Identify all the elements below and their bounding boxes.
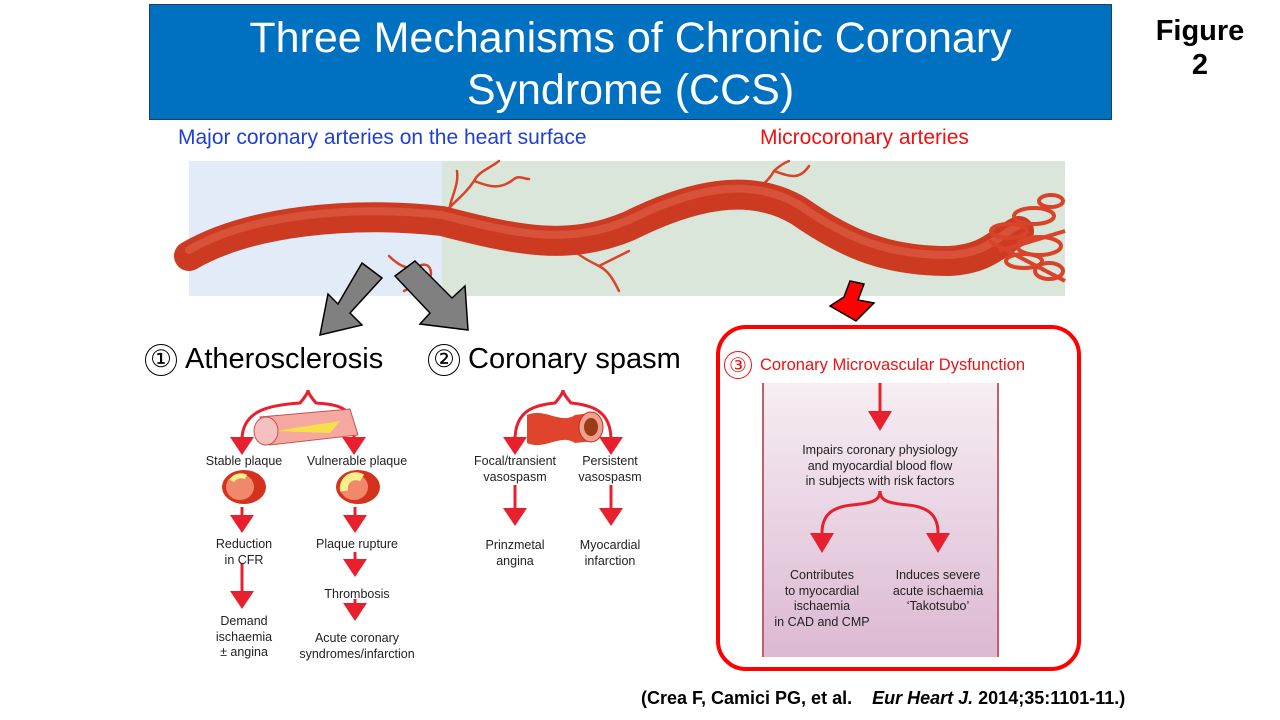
citation-authors: (Crea F, Camici PG, et al. bbox=[641, 688, 853, 708]
step-focal-vasospasm: Focal/transient vasospasm bbox=[474, 454, 556, 484]
citation-journal: Eur Heart J. bbox=[872, 688, 974, 708]
cmd-flowchart-arrows bbox=[810, 383, 950, 553]
figure-word: Figure bbox=[1155, 15, 1245, 47]
number-circle-2: ② bbox=[428, 343, 460, 376]
coronary-artery-illustration bbox=[174, 159, 1066, 296]
title-line-1: Three Mechanisms of Chronic Coronary bbox=[249, 14, 1012, 62]
gray-arrow-atherosclerosis bbox=[319, 261, 384, 336]
citation-details: 2014;35:1101-11.) bbox=[978, 688, 1126, 708]
figure-label: Figure 2 bbox=[1140, 14, 1260, 82]
mechanism-2-title: Coronary spasm bbox=[468, 343, 681, 375]
cmd-highlight-box bbox=[716, 325, 1081, 671]
mechanism-3-heading: ③ Coronary Microvascular Dysfunction bbox=[724, 351, 1025, 379]
step-persistent-vasospasm: Persistent vasospasm bbox=[578, 454, 642, 484]
diseased-vessel-icon bbox=[253, 408, 359, 446]
flow-arrow bbox=[926, 533, 950, 553]
flow-arrow bbox=[810, 533, 834, 553]
mechanism-2-heading: ② Coronary spasm bbox=[428, 343, 681, 376]
step-acute-coronary: Acute coronary syndromes/infarction bbox=[299, 631, 415, 661]
citation: (Crea F, Camici PG, et al. Eur Heart J. … bbox=[641, 688, 1125, 709]
major-arteries-label: Major coronary arteries on the heart sur… bbox=[178, 126, 587, 149]
mechanism-1-title: Atherosclerosis bbox=[185, 343, 384, 375]
flow-arrow bbox=[503, 437, 527, 455]
spasm-vessel-icon bbox=[527, 411, 604, 446]
mechanism-3-title: Coronary Microvascular Dysfunction bbox=[760, 355, 1026, 374]
slide-title: Three Mechanisms of Chronic Coronary Syn… bbox=[149, 4, 1112, 120]
step-impairs-physiology: Impairs coronary physiology and myocardi… bbox=[802, 443, 958, 488]
step-induces-takotsubo: Induces severe acute ischaemia ‘Takotsub… bbox=[892, 568, 984, 613]
step-prinzmetal-angina: Prinzmetal angina bbox=[485, 538, 545, 568]
micro-arteries-label: Microcoronary arteries bbox=[760, 126, 969, 149]
stable-plaque-icon bbox=[222, 470, 266, 504]
step-stable-plaque: Stable plaque bbox=[205, 454, 283, 468]
step-reduction-cfr: Reduction in CFR bbox=[215, 537, 273, 567]
arrows-to-mechanisms-1-2 bbox=[319, 260, 469, 336]
step-myocardial-infarction: Myocardial infarction bbox=[579, 538, 641, 568]
step-plaque-rupture: Plaque rupture bbox=[315, 537, 399, 551]
microvascular-network bbox=[988, 193, 1066, 283]
gray-arrow-spasm bbox=[393, 260, 469, 331]
atherosclerosis-flowchart bbox=[222, 389, 380, 621]
vulnerable-plaque-icon bbox=[336, 470, 380, 504]
step-demand-ischaemia: Demand ischaemia ± angina bbox=[215, 614, 273, 659]
spasm-flowchart bbox=[503, 389, 623, 526]
flow-arrow bbox=[230, 437, 254, 455]
step-contributes-ischaemia: Contributes to myocardial ischaemia in C… bbox=[774, 568, 870, 629]
number-circle-1: ① bbox=[145, 343, 177, 376]
main-artery bbox=[174, 179, 1034, 277]
step-thrombosis: Thrombosis bbox=[324, 587, 390, 601]
number-circle-3: ③ bbox=[724, 351, 752, 379]
figure-number: 2 bbox=[1191, 49, 1209, 81]
title-line-2: Syndrome (CCS) bbox=[466, 66, 795, 114]
flow-arrow bbox=[342, 437, 366, 455]
flow-arrow bbox=[868, 411, 892, 431]
mechanism-1-heading: ① Atherosclerosis bbox=[145, 343, 383, 376]
flow-arrow bbox=[599, 437, 623, 455]
step-vulnerable-plaque: Vulnerable plaque bbox=[306, 454, 408, 468]
red-arrow-to-cmd bbox=[828, 280, 876, 322]
